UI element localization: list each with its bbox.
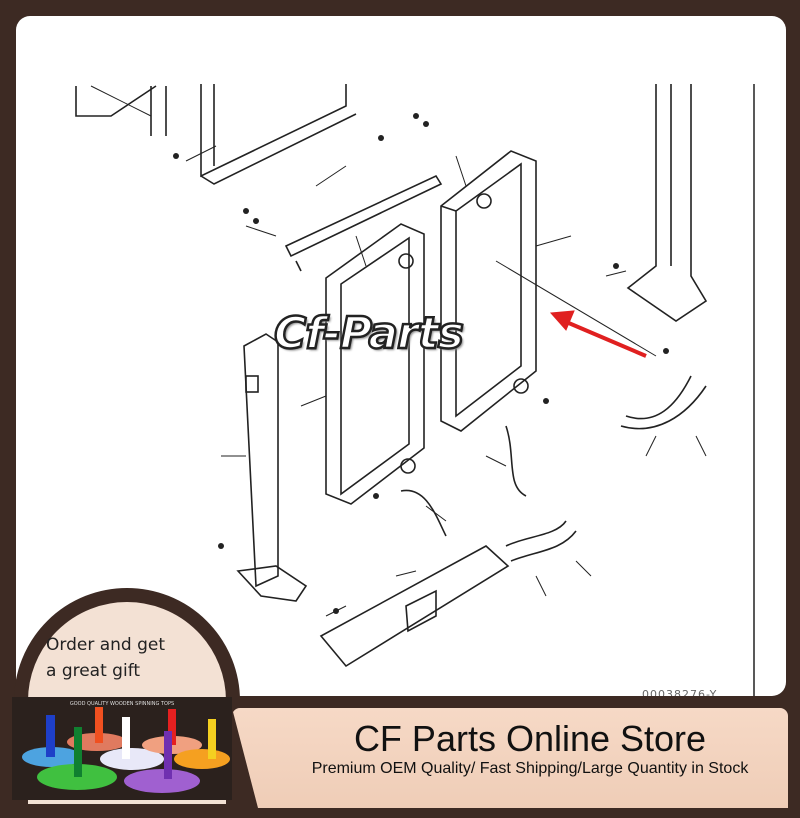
- radiator-parts-diagram: [75, 84, 755, 696]
- bracket-bar: [284, 174, 443, 272]
- store-banner: CF Parts Online Store Premium OEM Qualit…: [232, 708, 788, 808]
- spinning-tops-image: GOOD QUALITY WOODEN SPINNING TOPS: [12, 697, 232, 800]
- gift-line-1: Order and get: [46, 635, 166, 655]
- leader-lines: [90, 85, 707, 617]
- red-arrow: [549, 310, 647, 358]
- upper-frame: [75, 84, 357, 185]
- front-radiator: [325, 223, 425, 505]
- bottom-bracket: [319, 545, 510, 668]
- gift-line-2: a great gift: [46, 661, 141, 681]
- rear-radiator: [440, 150, 537, 432]
- drawing-code: 00038276-Y: [642, 688, 718, 696]
- diagram-panel: Cf-Parts 00038276-Y: [16, 16, 786, 696]
- watermark-logo: Cf-Parts: [273, 307, 465, 361]
- store-tagline: Premium OEM Quality/ Fast Shipping/Large…: [311, 760, 749, 777]
- hoses: [400, 375, 707, 562]
- left-support-column: [236, 333, 308, 602]
- bolts: [173, 113, 669, 614]
- spinning-tops-illustration: [22, 707, 230, 793]
- store-title: CF Parts Online Store: [353, 718, 707, 759]
- right-support-column: [626, 84, 708, 322]
- toy-caption: GOOD QUALITY WOODEN SPINNING TOPS: [69, 701, 175, 707]
- gift-promo-text: Order and get a great gift: [46, 632, 165, 684]
